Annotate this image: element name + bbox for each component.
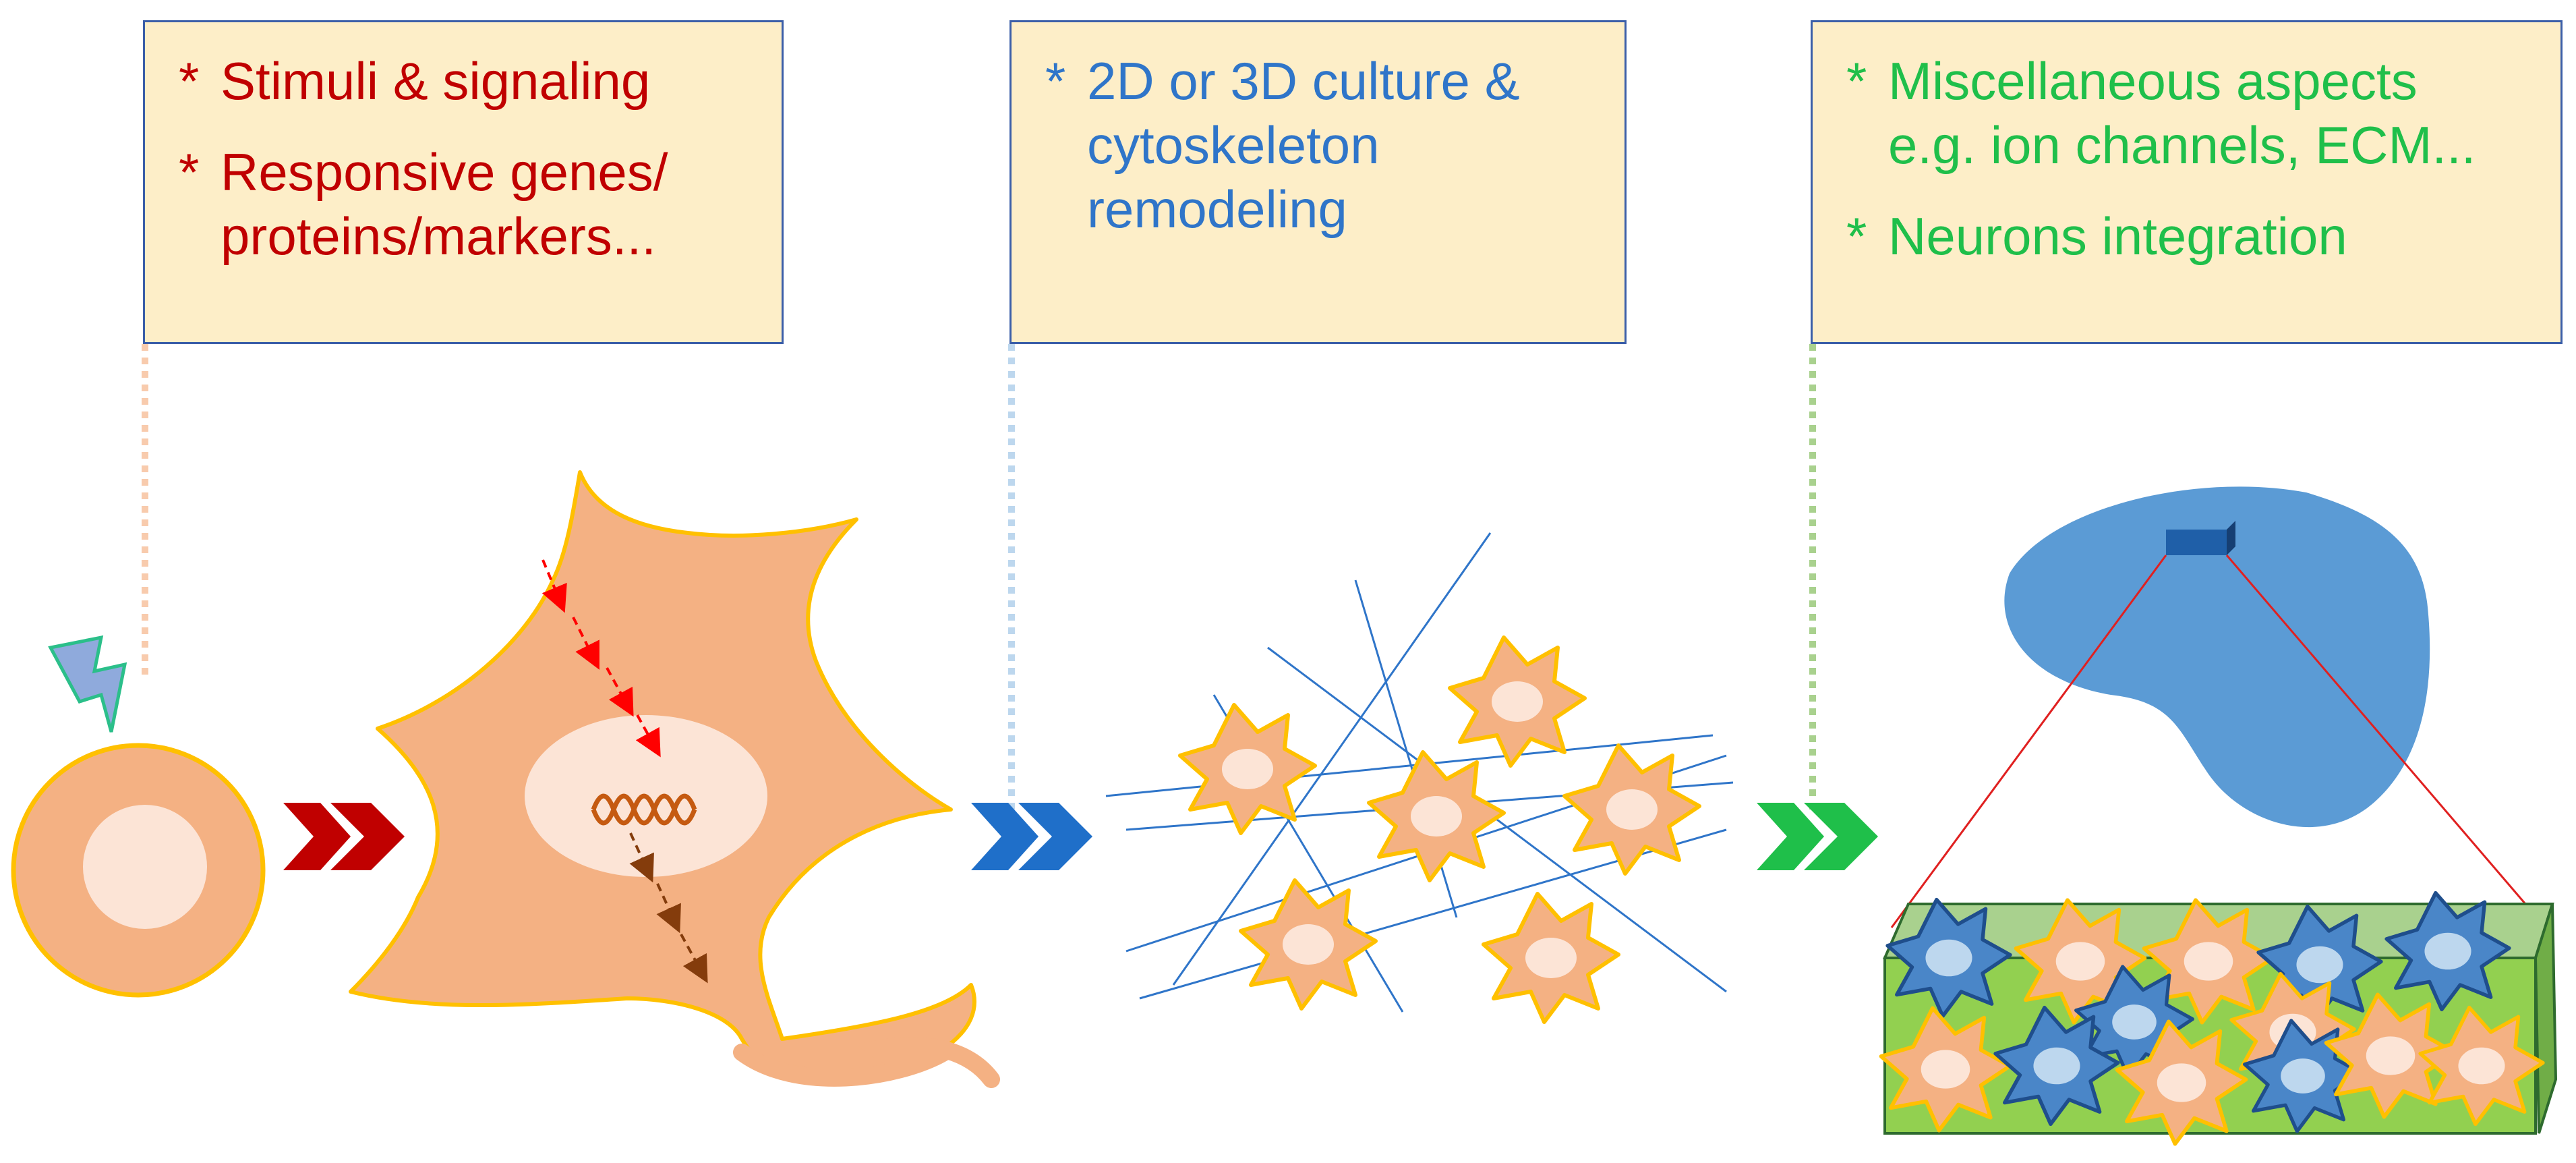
neurons-integration-item: *Neurons integration	[1846, 206, 2347, 266]
activated-cell	[349, 470, 1000, 1088]
expression-arrows	[629, 832, 708, 984]
arrow-stage1-icon	[283, 803, 405, 870]
responsive-genes-item-cont: proteins/markers...	[221, 206, 656, 266]
culture-cytoskeleton-box: *2D or 3D culture & cytoskeleton remodel…	[1009, 20, 1627, 344]
culture-item: *2D or 3D culture &	[1045, 51, 1520, 111]
arrow-stage2-icon	[971, 803, 1092, 870]
brain-tissue-shape	[2004, 486, 2430, 828]
lightning-stimulus-icon	[48, 635, 127, 733]
arrow-stage3-icon	[1757, 803, 1878, 870]
culture-item-line3: remodeling	[1087, 179, 1347, 239]
zoom-line-left	[1890, 555, 2167, 928]
stimuli-signaling-box: *Stimuli & signaling *Responsive genes/ …	[143, 20, 784, 344]
zoom-line-right	[2225, 555, 2527, 905]
misc-item-line2: e.g. ion channels, ECM...	[1888, 115, 2476, 175]
responsive-genes-item: *Responsive genes/	[179, 142, 668, 202]
signaling-arrows	[541, 559, 661, 758]
round-cell	[11, 743, 266, 998]
culture-item-line2: cytoskeleton	[1087, 115, 1380, 175]
sample-cube-icon	[2166, 521, 2235, 555]
misc-item: *Miscellaneous aspects	[1846, 51, 2418, 111]
miscellaneous-box: *Miscellaneous aspects e.g. ion channels…	[1811, 20, 2563, 344]
stimuli-item: *Stimuli & signaling	[179, 51, 651, 111]
